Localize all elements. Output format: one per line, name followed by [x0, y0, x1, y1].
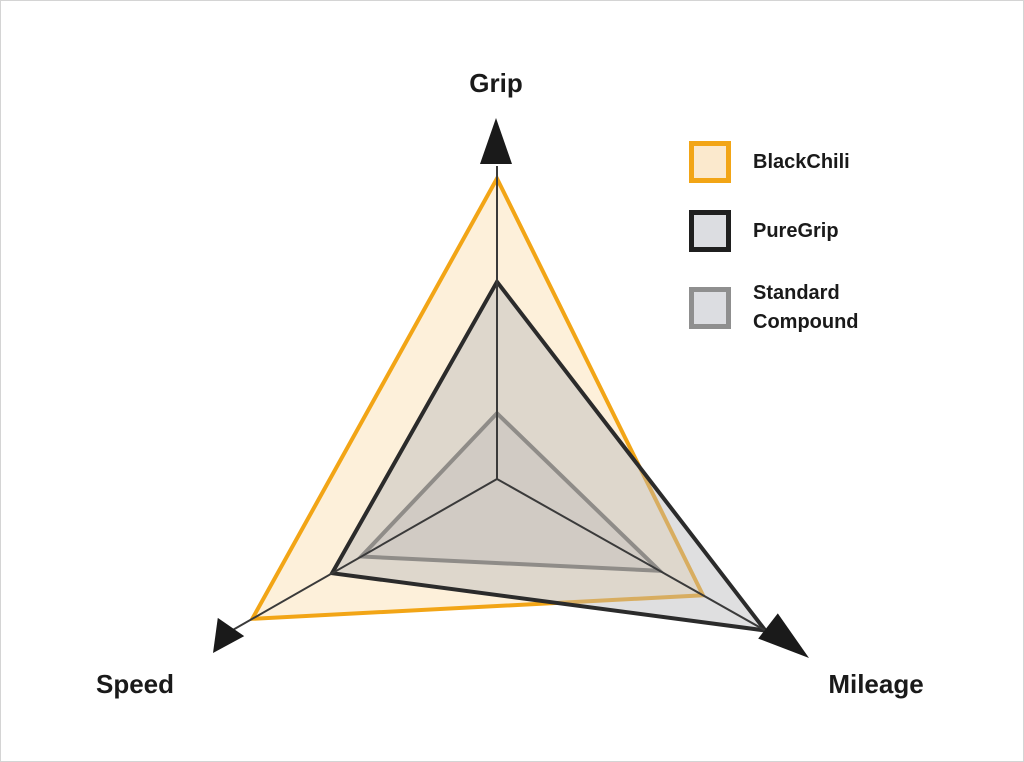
- axis-line-mileage: [496, 478, 769, 633]
- axis-arrow-mileage: [758, 613, 809, 658]
- legend-swatch-blackchili: [689, 141, 731, 183]
- axis-label-mileage: Mileage: [828, 669, 923, 699]
- axis-line-speed: [230, 478, 498, 632]
- legend-label-puregrip: PureGrip: [753, 219, 839, 242]
- axis-label-speed: Speed: [96, 669, 174, 699]
- axis-layer: [230, 166, 769, 633]
- axis-arrows: [213, 118, 809, 658]
- legend-swatch-standard-compound: [689, 287, 731, 329]
- legend-label-blackchili: BlackChili: [753, 150, 850, 173]
- axis-arrow-grip: [480, 118, 512, 164]
- axis-arrow-speed: [213, 617, 245, 653]
- series-layer: [248, 174, 770, 634]
- legend-item-blackchili: BlackChili: [689, 141, 850, 183]
- legend-item-standard-compound: Standard Compound: [689, 279, 859, 337]
- series-standard-compound-area: [356, 410, 665, 574]
- axis-label-grip: Grip: [469, 68, 522, 98]
- legend-label-standard-compound: Standard Compound: [753, 282, 859, 333]
- legend-swatch-puregrip: [689, 210, 731, 252]
- axis-labels: Grip Speed Mileage: [96, 68, 924, 699]
- legend-item-puregrip: PureGrip: [689, 210, 839, 252]
